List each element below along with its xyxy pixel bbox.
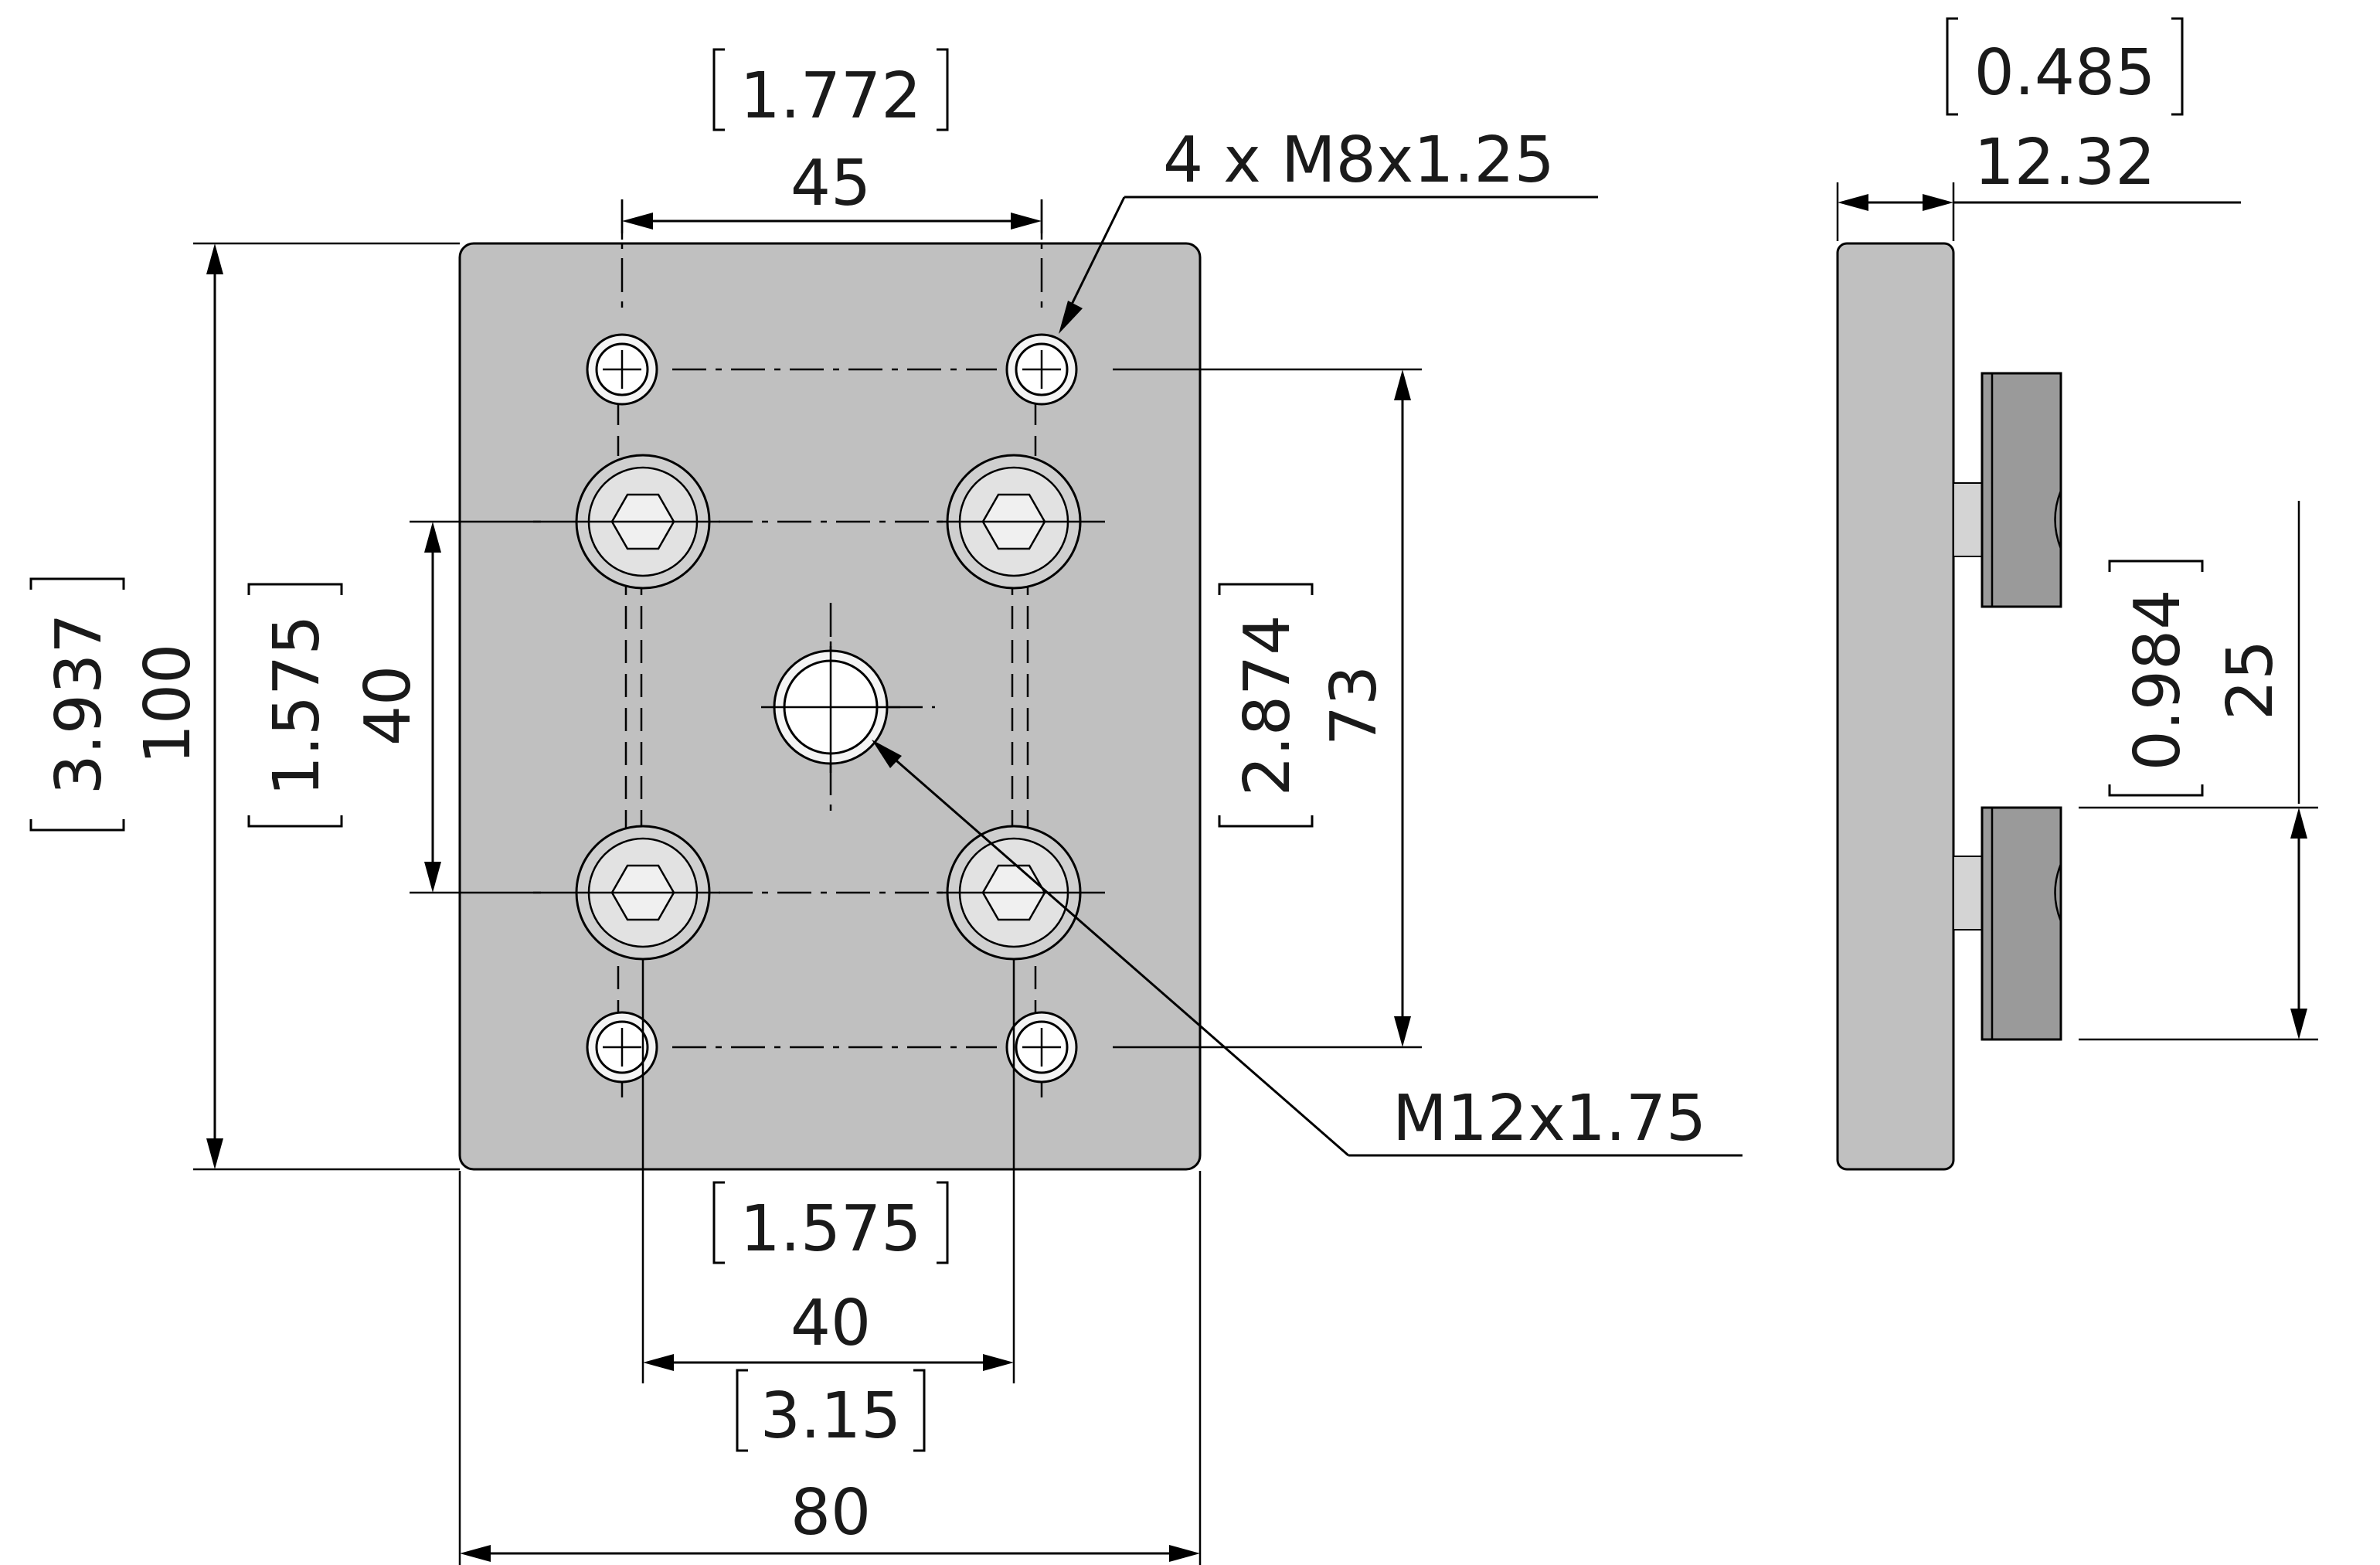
dim-bolt-spacing-y-in: 1.575	[260, 615, 334, 797]
side-block-lower	[1953, 806, 2062, 1041]
dim-bolt-spacing-x-in: 1.575	[740, 1192, 922, 1266]
dim-thickness-mm: 12.32	[1974, 126, 2156, 199]
m8-hole-top-right	[1005, 333, 1078, 406]
dim-tapped-spacing-y-in: 2.874	[1231, 615, 1304, 797]
bolt-top-left	[533, 454, 720, 590]
dimensions-front: 1.772 45 3.937 100 1.575 40 2.874 73	[29, 48, 1742, 1565]
bolt-bottom-left	[533, 825, 720, 961]
dim-width-in: 3.15	[760, 1380, 902, 1453]
dimensions-side: 0.485 12.32 0.984 25	[1836, 17, 2318, 1041]
dim-thickness-in: 0.485	[1974, 36, 2156, 110]
front-view	[458, 199, 1202, 1171]
dim-height-in: 3.937	[42, 614, 116, 795]
dim-width-mm: 80	[790, 1476, 871, 1550]
callout-m8-tapped-holes: 4 x M8x1.25	[1163, 124, 1555, 197]
callout-m12-center-hole: M12x1.75	[1392, 1082, 1706, 1155]
dim-bolt-spacing-x-mm: 40	[790, 1287, 871, 1360]
m12-center-hole	[761, 641, 900, 773]
side-block-upper	[1953, 372, 2062, 608]
dim-tapped-spacing-x-mm: 45	[790, 147, 871, 220]
dim-block-spacing-mm: 25	[2214, 640, 2287, 720]
bolt-top-right	[937, 454, 1105, 590]
side-view	[1836, 242, 2062, 1171]
side-plate	[1836, 242, 1955, 1171]
m8-hole-top-left	[586, 333, 658, 406]
dim-block-spacing-in: 0.984	[2121, 590, 2195, 771]
dim-height-mm: 100	[131, 644, 205, 765]
m8-hole-bottom-left	[586, 1011, 658, 1084]
dim-bolt-spacing-y-mm: 40	[352, 665, 425, 746]
dim-tapped-spacing-x-in: 1.772	[740, 60, 922, 133]
dim-tapped-spacing-y-mm: 73	[1318, 665, 1391, 746]
hidden-lines	[617, 402, 1037, 1020]
m8-hole-bottom-right	[1005, 1011, 1078, 1084]
bolt-bottom-right	[937, 825, 1105, 961]
